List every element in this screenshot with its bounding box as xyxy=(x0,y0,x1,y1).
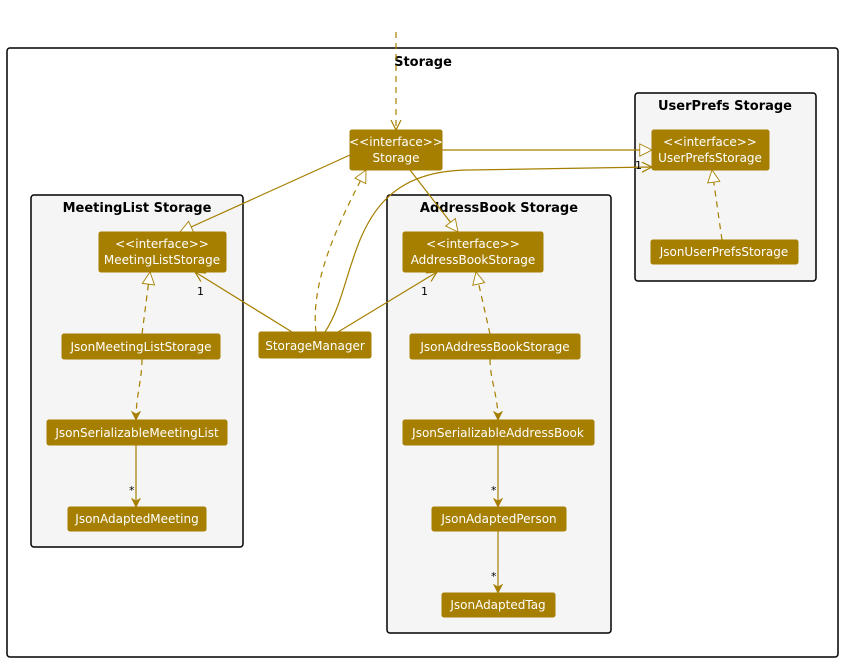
json-adapted-person-name: JsonAdaptedPerson xyxy=(440,512,556,526)
class-storage-manager: StorageManager xyxy=(258,331,372,359)
storage-stereotype: <<interface>> xyxy=(349,135,443,149)
jsonmeetinglist-depends xyxy=(136,358,143,420)
meetinglist-package: MeetingList Storage xyxy=(30,194,244,548)
storagemanager-uses-meetinglist xyxy=(195,272,293,333)
meetinglist-storage-stereotype: <<interface>> xyxy=(115,237,209,251)
mult-userprefs-one: 1 xyxy=(635,159,642,172)
storage-manager-name: StorageManager xyxy=(265,339,365,353)
json-userprefs-storage-name: JsonUserPrefsStorage xyxy=(659,245,789,259)
json-adapted-tag-name: JsonAdaptedTag xyxy=(449,598,545,612)
storage-extends-meetinglist xyxy=(180,154,351,232)
class-json-userprefs-storage: JsonUserPrefsStorage xyxy=(650,239,799,265)
mult-person-many: * xyxy=(491,484,497,497)
class-meetinglist-storage: <<interface>> MeetingListStorage xyxy=(98,231,227,273)
meetinglist-storage-name: MeetingListStorage xyxy=(104,253,220,267)
class-addressbook-storage: <<interface>> AddressBookStorage xyxy=(402,231,544,273)
class-json-serializable-addressbook: JsonSerializableAddressBook xyxy=(402,419,595,446)
json-adapted-meeting-name: JsonAdaptedMeeting xyxy=(74,512,198,526)
class-json-serializable-meetinglist: JsonSerializableMeetingList xyxy=(46,419,228,446)
userprefs-package-title: UserPrefs Storage xyxy=(658,99,792,114)
meetinglist-package-title: MeetingList Storage xyxy=(63,201,212,216)
storage-name: Storage xyxy=(373,151,420,165)
json-addressbook-storage-name: JsonAddressBookStorage xyxy=(419,340,569,354)
storage-extends-addressbook xyxy=(409,169,458,232)
mult-tag-many: * xyxy=(491,570,497,583)
addressbook-storage-stereotype: <<interface>> xyxy=(426,237,520,251)
storage-package-title: Storage xyxy=(394,55,452,70)
jsonaddressbook-depends xyxy=(489,358,498,420)
storagemanager-uses-addressbook xyxy=(337,272,437,333)
storagemanager-uses-userprefs xyxy=(324,167,652,333)
relationships xyxy=(136,32,723,593)
mult-meetinglist-one: 1 xyxy=(197,285,204,298)
class-userprefs-storage: <<interface>> UserPrefsStorage xyxy=(651,129,770,171)
class-json-meetinglist-storage: JsonMeetingListStorage xyxy=(61,333,221,360)
mult-addressbook-one: 1 xyxy=(421,285,428,298)
jsonuserprefs-implements xyxy=(712,170,723,241)
class-json-addressbook-storage: JsonAddressBookStorage xyxy=(409,333,581,360)
class-storage-interface: <<interface>> Storage xyxy=(349,129,443,171)
userprefs-storage-name: UserPrefsStorage xyxy=(658,151,762,165)
json-serializable-meetinglist-name: JsonSerializableMeetingList xyxy=(54,426,219,440)
class-json-adapted-person: JsonAdaptedPerson xyxy=(431,506,567,532)
addressbook-storage-name: AddressBookStorage xyxy=(411,253,536,267)
addressbook-package-title: AddressBook Storage xyxy=(420,201,578,216)
mult-meeting-many: * xyxy=(129,484,135,497)
json-serializable-addressbook-name: JsonSerializableAddressBook xyxy=(411,426,584,440)
json-meetinglist-storage-name: JsonMeetingListStorage xyxy=(69,340,211,354)
class-json-adapted-tag: JsonAdaptedTag xyxy=(441,592,556,618)
class-json-adapted-meeting: JsonAdaptedMeeting xyxy=(67,506,207,532)
userprefs-storage-stereotype: <<interface>> xyxy=(663,135,757,149)
